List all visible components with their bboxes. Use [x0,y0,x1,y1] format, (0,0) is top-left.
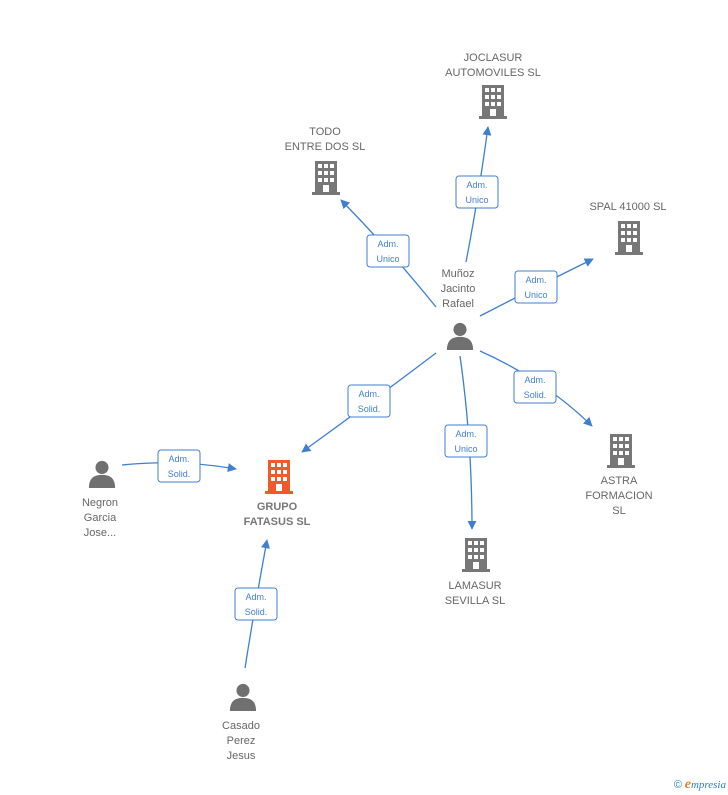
building-icon [265,460,293,494]
relation-label-munoz-lamasur[interactable]: Adm. Unico [444,424,488,458]
relation-text: Adm. [525,275,546,285]
relation-text: Adm. [358,389,379,399]
nodes: JOCLASUR AUTOMOVILES SL TODO ENTRE DOS SL SP… [82,52,667,762]
node-label: LAMASUR [448,580,501,592]
node-label: Perez [227,735,256,747]
relation-text: Unico [524,290,547,300]
relation-text: Adm. [168,454,189,464]
node-label: SEVILLA SL [445,595,506,607]
person-icon [229,683,257,711]
relation-label-munoz-grupo[interactable]: Adm. Solid. [347,384,391,418]
relation-text: Adm. [466,180,487,190]
node-label: Negron [82,497,118,509]
relation-text: Solid. [524,390,547,400]
copyright-icon: © [673,779,682,791]
node-label: AUTOMOVILES SL [445,67,541,79]
relation-labels: Adm.UnicoAdm.UnicoAdm.UnicoAdm.Solid.Adm… [157,175,558,621]
node-label: FORMACION [585,490,652,502]
node-label: SL [612,505,625,517]
relation-text: Adm. [524,375,545,385]
relation-text: Adm. [377,239,398,249]
relation-label-munoz-spal[interactable]: Adm. Unico [514,270,558,304]
relation-label-negron-grupo[interactable]: Adm. Solid. [157,449,201,483]
relation-text: Unico [465,195,488,205]
node-label: Casado [222,720,260,732]
relation-label-casado-grupo[interactable]: Adm. Solid. [234,587,278,621]
node-grupo[interactable]: GRUPO FATASUS SL [244,460,311,528]
node-joclasur[interactable]: JOCLASUR AUTOMOVILES SL [445,52,541,119]
node-label: Rafael [442,298,474,310]
relation-text: Solid. [168,469,191,479]
relation-label-munoz-astra[interactable]: Adm. Solid. [513,370,557,404]
relation-text: Unico [376,254,399,264]
brand-initial: e [684,777,691,792]
brand-name: mpresia [690,779,726,791]
node-spal[interactable]: SPAL 41000 SL [589,201,667,255]
relation-label-munoz-joclasur[interactable]: Adm. Unico [455,175,499,209]
relation-text: Solid. [358,404,381,414]
person-icon [88,460,116,488]
node-label: Jacinto [441,283,476,295]
node-label: SPAL 41000 SL [589,201,666,213]
building-icon [607,434,635,468]
node-label: TODO [309,126,341,138]
relation-label-munoz-todo[interactable]: Adm. Unico [366,234,410,268]
node-label: ENTRE DOS SL [285,141,366,153]
node-todo[interactable]: TODO ENTRE DOS SL [285,126,366,195]
building-icon [615,221,643,255]
relation-text: Adm. [245,592,266,602]
node-label: Jose... [84,527,116,539]
node-astra[interactable]: ASTRA FORMACION SL [585,434,653,517]
person-icon [446,322,474,350]
relation-text: Adm. [455,429,476,439]
node-label: JOCLASUR [464,52,523,64]
node-label: Garcia [84,512,117,524]
building-icon [462,538,490,572]
node-label: Jesus [227,750,256,762]
building-icon [479,85,507,119]
node-label: FATASUS SL [244,516,311,528]
node-label: GRUPO [257,501,298,513]
node-label: Muñoz [441,268,474,280]
node-negron[interactable]: NegronGarciaJose... [82,460,118,539]
relation-text: Solid. [245,607,268,617]
relation-text: Unico [454,444,477,454]
building-icon [312,161,340,195]
node-lamasur[interactable]: LAMASUR SEVILLA SL [445,538,506,607]
node-label: ASTRA [601,475,638,487]
brand-footer[interactable]: © empresia [674,777,726,793]
